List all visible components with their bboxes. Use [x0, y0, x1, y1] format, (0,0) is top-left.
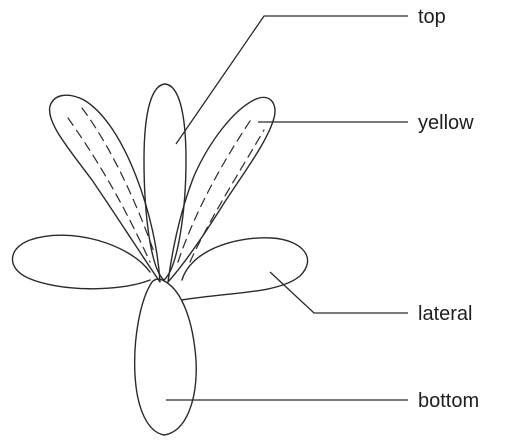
- bottom-petal: [135, 279, 197, 435]
- top-petal: [144, 84, 186, 280]
- yellow-petal-left: [50, 95, 160, 282]
- label-bottom: bottom: [418, 390, 479, 412]
- label-top: top: [418, 6, 446, 28]
- label-yellow: yellow: [418, 112, 474, 134]
- lateral-petal-right: [182, 238, 308, 300]
- leader-lateral: [270, 272, 408, 313]
- lateral-petal-left: [12, 235, 150, 289]
- label-lateral: lateral: [418, 303, 472, 325]
- leader-top: [176, 16, 408, 144]
- yellow-petal-right-dashes-2: [190, 130, 264, 262]
- yellow-petal-left-dashes-1: [68, 118, 150, 262]
